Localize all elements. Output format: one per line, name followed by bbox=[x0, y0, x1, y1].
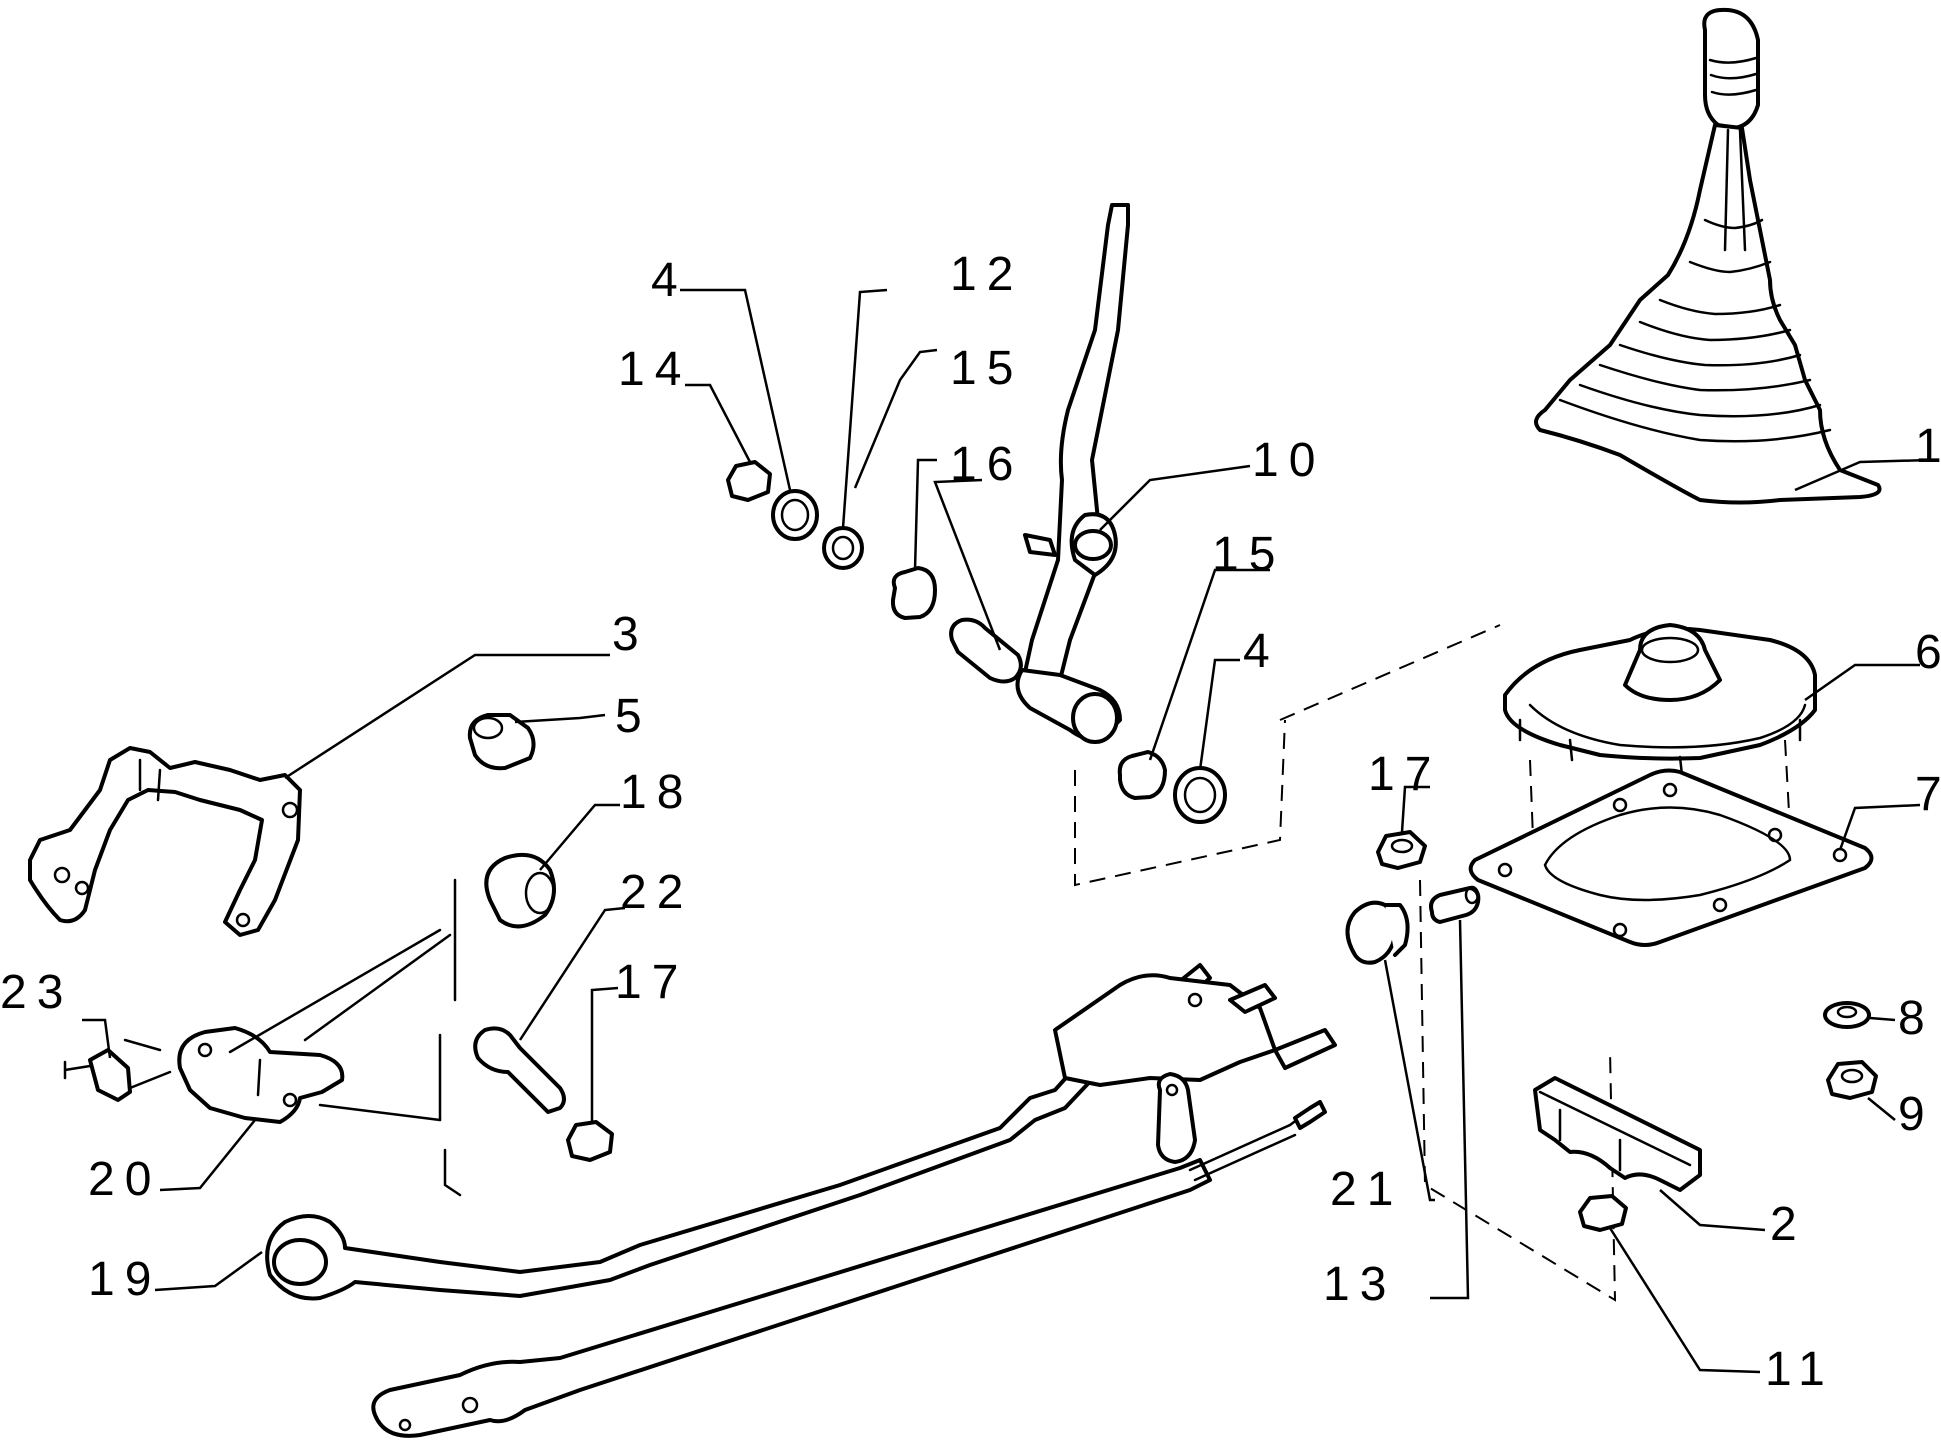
bracket-20 bbox=[177, 1026, 345, 1124]
nut-17-right bbox=[1376, 830, 1427, 870]
support-bracket bbox=[1533, 1076, 1702, 1192]
sleeve-16 bbox=[949, 617, 1023, 684]
callout-17-left: 17 bbox=[615, 956, 688, 1009]
callout-9: 9 bbox=[1898, 1088, 1935, 1141]
callout-12: 12 bbox=[950, 248, 1023, 301]
left-guide-lines bbox=[123, 878, 462, 1197]
callout-19: 19 bbox=[88, 1253, 161, 1306]
callout-13: 13 bbox=[1323, 1258, 1396, 1311]
callout-8: 8 bbox=[1898, 992, 1935, 1045]
callout-3: 3 bbox=[612, 608, 649, 661]
nut-9 bbox=[1826, 1060, 1878, 1100]
boot-retainer-frame bbox=[1503, 623, 1817, 777]
leader-lines bbox=[82, 288, 1931, 1374]
callout-23: 23 bbox=[0, 966, 73, 1019]
callout-2: 2 bbox=[1770, 1198, 1807, 1251]
callout-21: 21 bbox=[1330, 1163, 1403, 1216]
ring-4-right bbox=[1173, 766, 1227, 824]
callout-6: 6 bbox=[1915, 626, 1941, 679]
spacer-sleeve-13 bbox=[1429, 885, 1481, 924]
fork-bracket bbox=[28, 746, 302, 937]
callout-17-right: 17 bbox=[1368, 748, 1441, 801]
nut-17-left bbox=[566, 1120, 614, 1162]
gear-knob-boot bbox=[1534, 7, 1882, 505]
nut-14 bbox=[726, 460, 772, 502]
callout-11: 11 bbox=[1765, 1343, 1835, 1396]
sleeve-15-lower bbox=[1117, 750, 1167, 800]
pivot-bolt-22 bbox=[473, 1026, 566, 1114]
bushing-18 bbox=[484, 853, 556, 929]
washer-12 bbox=[822, 526, 864, 570]
selector-rod bbox=[371, 1072, 1327, 1438]
washer-8 bbox=[1823, 1001, 1871, 1029]
callout-18: 18 bbox=[620, 766, 693, 819]
callouts: 1 2 3 4 4 5 6 7 8 9 10 11 12 13 14 15 15… bbox=[0, 248, 1941, 1396]
sleeve-15-upper bbox=[890, 566, 937, 620]
gear-lever bbox=[1015, 203, 1130, 744]
bush-5 bbox=[467, 713, 536, 771]
callout-22: 22 bbox=[620, 866, 693, 919]
gasket-plate bbox=[1468, 768, 1874, 947]
clip-23 bbox=[63, 1048, 132, 1102]
callout-4-lower: 4 bbox=[1243, 625, 1280, 678]
ring-4-left bbox=[771, 489, 819, 541]
callout-5: 5 bbox=[615, 690, 652, 743]
callout-20: 20 bbox=[88, 1153, 161, 1206]
callout-1: 1 bbox=[1915, 420, 1941, 473]
nut-11 bbox=[1578, 1194, 1628, 1232]
callout-4-upper: 4 bbox=[651, 254, 688, 307]
callout-16: 16 bbox=[950, 438, 1023, 491]
shift-rod-19 bbox=[265, 963, 1337, 1301]
callout-15-upper: 15 bbox=[950, 342, 1023, 395]
callout-15-lower: 15 bbox=[1212, 528, 1285, 581]
callout-7: 7 bbox=[1915, 768, 1941, 821]
callout-14: 14 bbox=[618, 343, 691, 396]
callout-10: 10 bbox=[1252, 434, 1325, 487]
rubber-bush-21 bbox=[1345, 900, 1410, 965]
